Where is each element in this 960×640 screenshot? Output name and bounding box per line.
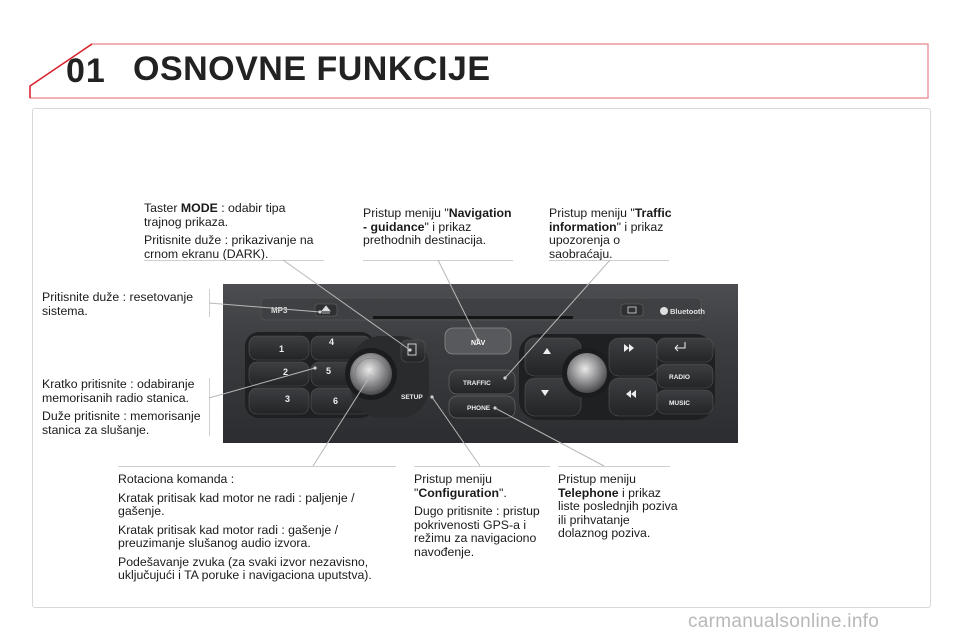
chapter-header-tab	[29, 43, 929, 99]
preset-label: 6	[333, 396, 338, 406]
note-rotary-line4: Podešavanje zvuka (za svaki izvor nezavi…	[118, 554, 372, 582]
note-configuration-suffix: ".	[498, 485, 507, 500]
traffic-label: TRAFFIC	[463, 380, 491, 387]
preset-label: 2	[283, 367, 288, 377]
note-mode: Taster MODE : odabir tipa trajnog prikaz…	[144, 201, 314, 266]
preset-label: 1	[279, 344, 284, 354]
note-presets: Kratko pritisnite : odabiranje memorisan…	[42, 377, 207, 442]
note-configuration-prefix: Pristup meniju "	[414, 472, 492, 500]
media-icon	[627, 306, 637, 314]
phone-label: PHONE	[467, 405, 491, 412]
preset-label: 3	[285, 394, 290, 404]
watermark: carmanualsonline.info	[688, 611, 880, 632]
note-traffic: Pristup meniju "Traffic information" i p…	[549, 206, 679, 266]
setup-label: SETUP	[401, 394, 423, 401]
bluetooth-icon	[660, 307, 668, 315]
rewind-icon	[626, 390, 636, 398]
separator	[549, 260, 669, 261]
media-button	[620, 303, 644, 317]
mode-button	[400, 339, 426, 363]
preset-button-3	[248, 387, 310, 415]
music-button	[656, 389, 714, 415]
fast-forward-icon	[624, 344, 634, 352]
separator	[209, 378, 210, 436]
chapter-title: OSNOVNE FUNKCIJE	[133, 50, 491, 88]
note-traffic-prefix: Pristup meniju "	[549, 206, 635, 220]
preset-label: 4	[329, 337, 334, 347]
rewind-button	[608, 377, 658, 417]
separator	[144, 260, 324, 261]
tuning-knob	[567, 353, 607, 393]
note-navigation-prefix: Pristup meniju "	[363, 206, 449, 220]
note-traffic-bold: Traffic information	[549, 206, 672, 234]
volume-knob	[350, 353, 392, 395]
radio-control-panel: MP3 Bluetooth 1 4 2 5 3 6 SETUP NAV TRAF…	[223, 284, 738, 443]
note-configuration: Pristup meniju "Configuration". Dugo pri…	[414, 472, 552, 564]
separator	[414, 466, 550, 467]
note-navigation: Pristup meniju "Navigation - guidance" i…	[363, 206, 513, 253]
separator	[363, 260, 513, 261]
note-mode-prefix: Taster	[144, 201, 181, 215]
down-arrow-icon	[541, 390, 549, 396]
note-telephone-suffix: i prikaz liste poslednjih poziva ili pri…	[558, 485, 678, 540]
nav-label: NAV	[471, 340, 486, 347]
content-frame	[32, 108, 931, 608]
forward-button	[608, 337, 658, 377]
radio-label: RADIO	[669, 374, 690, 381]
note-telephone: Pristup meniju Telephone i prikaz liste …	[558, 472, 678, 546]
bluetooth-label: Bluetooth	[670, 307, 705, 316]
music-label: MUSIC	[669, 400, 690, 407]
separator	[209, 289, 210, 317]
note-rotary-line2: Kratak pritisak kad motor ne radi : palj…	[118, 490, 355, 518]
note-telephone-bold: Telephone	[558, 485, 619, 500]
note-mode-line2: Pritisnite duže : prikazivanje na crnom …	[144, 233, 314, 261]
preset-label: 5	[326, 366, 331, 376]
note-rotary: Rotaciona komanda : Kratak pritisak kad …	[118, 472, 396, 588]
cd-slot	[373, 316, 573, 319]
note-navigation-suffix: " i prikaz prethodnih destinacija.	[363, 219, 487, 247]
radio-button	[656, 363, 714, 389]
note-rotary-line1: Rotaciona komanda :	[118, 472, 235, 486]
note-reset: Pritisnite duže : resetovanje sistema.	[42, 290, 204, 323]
separator	[558, 466, 670, 467]
note-rotary-line3: Kratak pritisak kad motor radi : gašenje…	[118, 522, 339, 550]
note-configuration-line2: Dugo pritisnite : pristup pokrivenosti G…	[414, 504, 540, 559]
chapter-number: 01	[66, 52, 106, 90]
mp3-label: MP3	[271, 306, 288, 315]
back-icon	[674, 342, 686, 352]
note-presets-line2: Duže pritisnite : memorisanje stanica za…	[42, 409, 201, 437]
note-configuration-bold: Configuration	[418, 485, 499, 500]
note-mode-suffix: : odabir tipa trajnog prikaza.	[144, 201, 286, 229]
note-traffic-suffix: " i prikaz upozorenja o saobraćaju.	[549, 219, 664, 261]
back-button	[656, 337, 714, 363]
note-presets-line1: Kratko pritisnite : odabiranje memorisan…	[42, 377, 195, 405]
separator	[118, 466, 396, 467]
note-reset-text: Pritisnite duže : resetovanje sistema.	[42, 290, 194, 318]
note-mode-bold: MODE	[180, 201, 218, 215]
traffic-button	[448, 369, 516, 395]
preset-button-2	[248, 361, 310, 387]
note-telephone-prefix: Pristup meniju	[558, 472, 636, 486]
note-navigation-bold: Navigation - guidance	[363, 206, 512, 234]
